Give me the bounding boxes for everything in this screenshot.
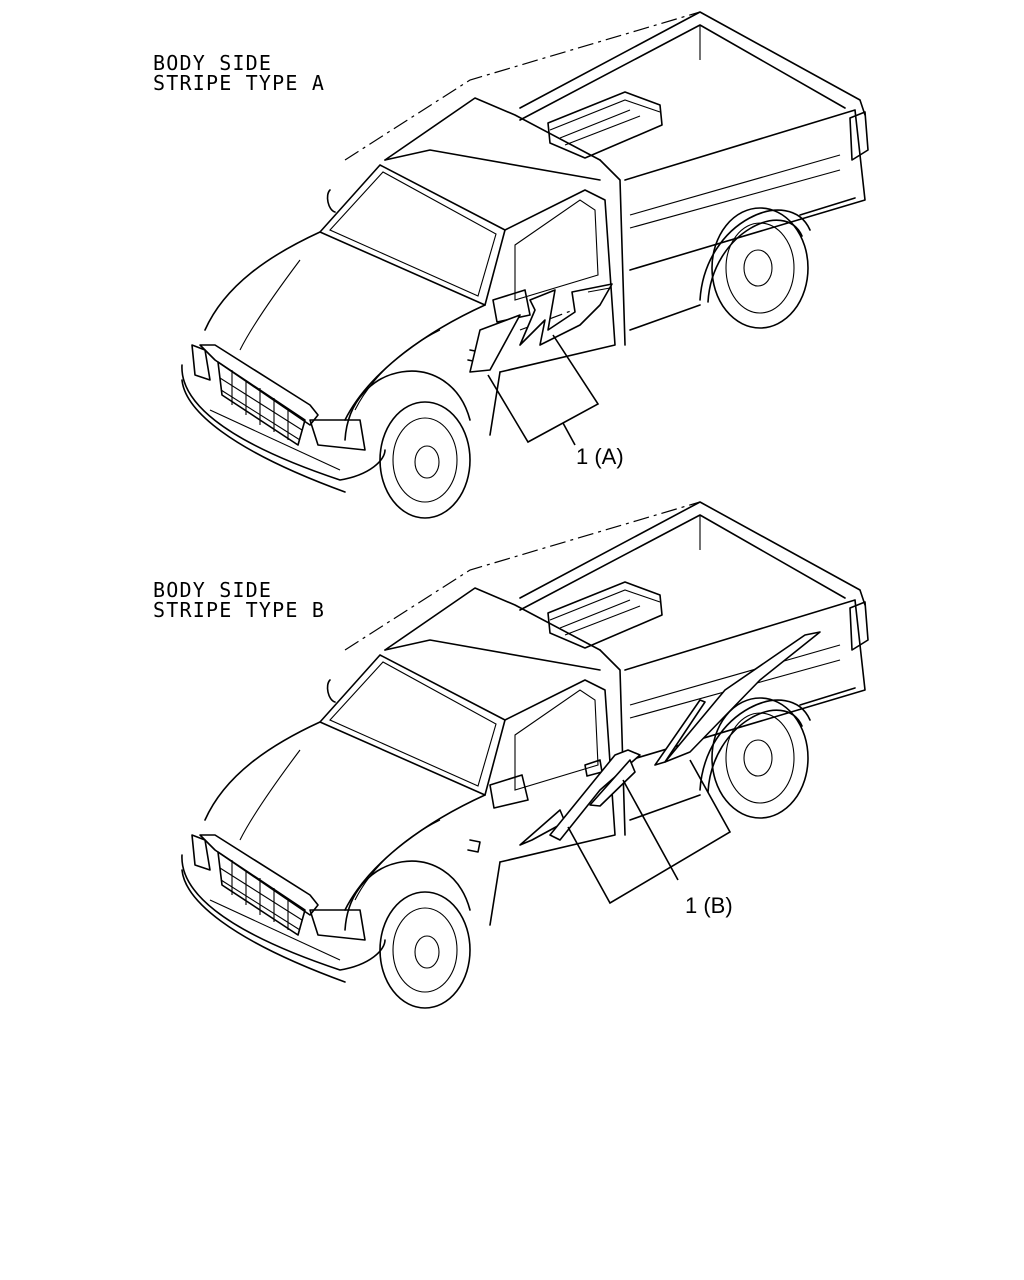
panel-b-title-line2: STRIPE TYPE B (153, 598, 326, 622)
stripe-decal-type-a (469, 283, 613, 373)
callout-label-1a: 1 (A) (576, 444, 624, 469)
truck-b-body (181, 501, 869, 1009)
truck-a-body (181, 11, 869, 519)
leader-bracket-a (487, 334, 600, 446)
leader-bracket-b (567, 759, 732, 905)
callout-label-1b: 1 (B) (685, 893, 733, 918)
panel-a-title-line2: STRIPE TYPE A (153, 71, 326, 95)
panel-a-title-line1: BODY SIDE (153, 51, 273, 75)
truck-illustration-type-b (181, 501, 869, 1009)
panel-b-title-line1: BODY SIDE (153, 578, 273, 602)
truck-illustration-type-a (181, 11, 869, 519)
stripe-decal-type-b (519, 631, 821, 846)
